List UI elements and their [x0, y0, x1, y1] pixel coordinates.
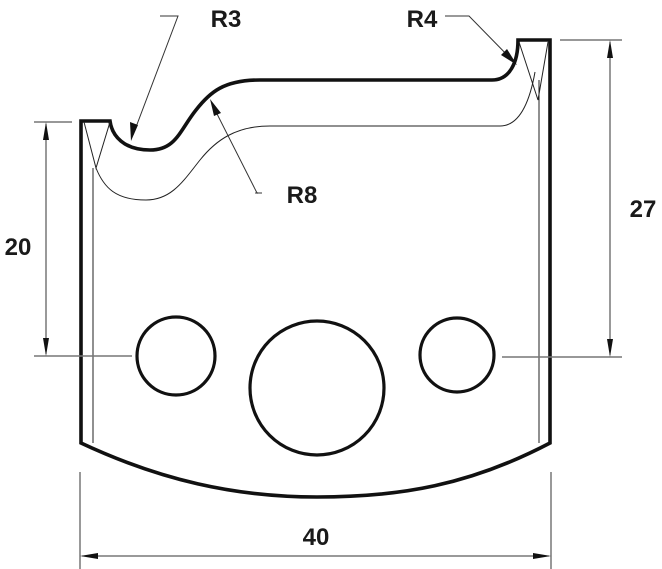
radius-r8-label: R8 [287, 182, 318, 209]
arrow-down-icon [43, 338, 49, 356]
dimension-27-label: 27 [630, 196, 657, 223]
right-hole [418, 316, 496, 394]
dimension-20-label: 20 [5, 234, 32, 261]
radius-r8-callout: R8 [210, 99, 317, 209]
arrow-up-icon [43, 122, 49, 140]
radius-r4-callout: R4 [407, 6, 517, 65]
radius-r4-label: R4 [407, 6, 438, 33]
center-hole [248, 319, 386, 457]
left-bevel-wedge [83, 121, 111, 170]
arrow-down-icon [607, 339, 613, 357]
arrow-left-icon [80, 553, 98, 559]
left-hole [135, 315, 217, 397]
dimension-20: 20 [5, 121, 132, 357]
arrow-icon [210, 99, 221, 116]
right-bevel-wedge [518, 41, 549, 101]
radius-r3-callout: R3 [130, 6, 241, 141]
dimension-40-label: 40 [303, 524, 330, 551]
radius-r3-label: R3 [211, 6, 242, 33]
arrow-icon [130, 122, 138, 141]
arrow-icon [501, 49, 517, 65]
arrow-up-icon [607, 40, 613, 58]
dimension-27: 27 [502, 39, 657, 358]
arrow-right-icon [533, 553, 551, 559]
blade-outline [79, 38, 552, 499]
dimension-40: 40 [79, 472, 552, 569]
bevel-profile-line [95, 71, 536, 201]
